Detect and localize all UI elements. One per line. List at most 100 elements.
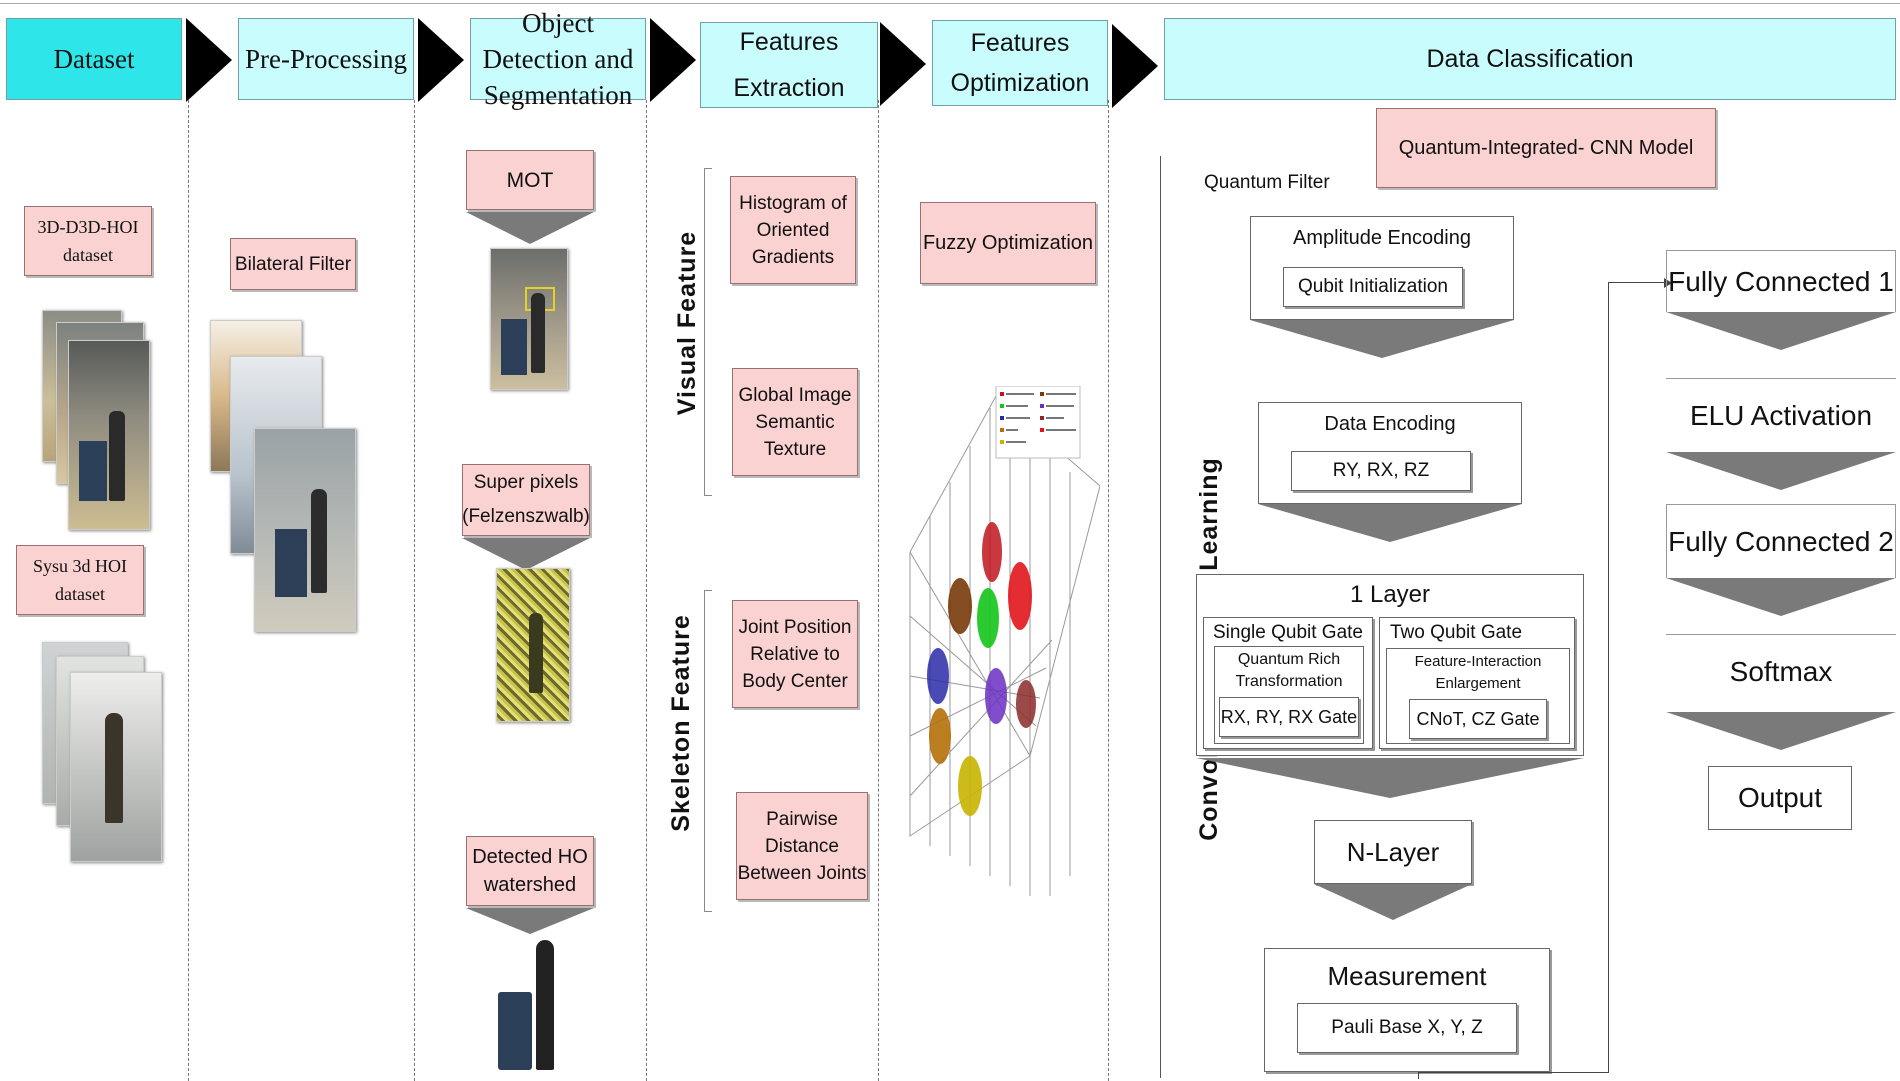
person-figure [109, 411, 125, 501]
output-label: Output [1737, 782, 1823, 813]
down-arrow-icon [1666, 312, 1896, 350]
joint-position-box: Joint Position Relative to Body Center [732, 600, 858, 708]
stage-classification-label: Data Classification [1426, 45, 1634, 73]
arrow-right-icon [1664, 278, 1672, 288]
stage-arrow-icon [650, 18, 696, 102]
quantum-rich-box: Quantum Rich Transformation RX, RY, RX G… [1214, 646, 1364, 744]
superpixels-label: Super pixels (Felzenszwalb) [462, 472, 590, 527]
fuzzy-optimization-label: Fuzzy Optimization [922, 231, 1094, 254]
plot-grid [909, 395, 1100, 896]
bin-figure [501, 319, 527, 375]
stage-extraction-label: Features Extraction [733, 28, 845, 102]
person-figure [531, 293, 545, 373]
feature-interaction-label: Feature-Interaction Enlargement [1414, 653, 1542, 692]
fc2-label: Fully Connected 2 [1668, 525, 1894, 557]
amplitude-encoding-label: Amplitude Encoding [1293, 227, 1471, 249]
single-qubit-gate-box: Single Qubit Gate Quantum Rich Transform… [1203, 617, 1373, 749]
bin-figure [275, 529, 307, 597]
skeleton-feature-bracket [704, 590, 712, 912]
person-figure [311, 489, 327, 593]
stage-arrow-icon [186, 18, 232, 102]
column-divider [646, 100, 647, 1081]
down-arrow-icon [1196, 758, 1584, 798]
down-arrow-icon [1250, 320, 1514, 358]
column-divider [414, 100, 415, 1081]
down-arrow-icon [466, 212, 594, 244]
connector-line [1608, 282, 1609, 1073]
skeleton-feature-label: Skeleton Feature [667, 614, 695, 832]
hog-label: Histogram of Oriented Gradients [739, 192, 847, 268]
convolution-bracket [1160, 156, 1161, 1078]
measurement-label: Measurement [1327, 961, 1487, 991]
fc1-box: Fully Connected 1 [1666, 250, 1896, 312]
plot-legend-swatches [1000, 392, 1076, 444]
softmax-label: Softmax [1729, 655, 1833, 687]
data-encoding-label: Data Encoding [1324, 413, 1456, 435]
fuzzy-optimization-box: Fuzzy Optimization [920, 202, 1096, 284]
person-figure [536, 940, 554, 1070]
stage-classification-header: Data Classification [1164, 18, 1896, 100]
stage-arrow-icon [880, 22, 926, 106]
elu-activation-box: ELU Activation [1666, 378, 1896, 452]
gist-label: Global Image Semantic Texture [738, 384, 852, 460]
down-arrow-icon [1258, 504, 1522, 542]
bilateral-filter-box: Bilateral Filter [230, 238, 356, 290]
superpixels-image [496, 568, 570, 722]
quantum-rich-label: Quantum Rich Transformation [1235, 651, 1343, 690]
dataset-sysu-label: Sysu 3d HOI dataset [32, 556, 127, 604]
single-qubit-gate-label: Single Qubit Gate [1213, 622, 1363, 643]
mot-label: MOT [506, 168, 554, 192]
hog-box: Histogram of Oriented Gradients [730, 176, 856, 284]
cnot-cz-gate-box: CNoT, CZ Gate [1409, 699, 1547, 739]
stage-dataset-label: Dataset [53, 44, 135, 74]
person-figure [105, 713, 123, 823]
down-arrow-icon [1666, 578, 1896, 616]
amplitude-encoding-box: Amplitude Encoding Qubit Initialization [1250, 216, 1514, 320]
mot-image [490, 248, 568, 390]
down-arrow-icon [462, 538, 590, 570]
dataset-d3d-label: 3D-D3D-HOI dataset [37, 217, 139, 265]
visual-feature-bracket [704, 168, 712, 496]
top-rule [0, 3, 1900, 4]
pairwise-distance-label: Pairwise Distance Between Joints [737, 808, 867, 884]
dataset-box-d3d: 3D-D3D-HOI dataset [24, 206, 152, 276]
stage-detection-header: Object Detection and Segmentation [470, 8, 646, 110]
dataset-box-sysu: Sysu 3d HOI dataset [16, 545, 144, 615]
measurement-box: Measurement Pauli Base X, Y, Z [1264, 948, 1550, 1072]
cnot-cz-gate-label: CNoT, CZ Gate [1416, 708, 1540, 729]
layer1-label: 1 Layer [1349, 581, 1431, 608]
elu-activation-label: ELU Activation [1689, 399, 1873, 431]
fc1-label: Fully Connected 1 [1668, 265, 1894, 297]
data-encoding-box: Data Encoding RY, RX, RZ [1258, 402, 1522, 504]
n-layer-label: N-Layer [1346, 836, 1440, 867]
two-qubit-gate-label: Two Qubit Gate [1390, 622, 1523, 643]
stage-optimization-label: Features Optimization [950, 29, 1090, 97]
joint-position-label: Joint Position Relative to Body Center [738, 616, 852, 692]
stage-preprocessing-header: Pre-Processing [238, 18, 414, 100]
quantum-filter-label: Quantum Filter [1204, 172, 1330, 193]
stage-dataset-header: Dataset [6, 18, 182, 100]
column-divider [1108, 100, 1109, 1081]
qubit-init-label: Qubit Initialization [1298, 276, 1448, 297]
stage-preprocessing-label: Pre-Processing [245, 44, 407, 74]
plot-legend [995, 386, 1081, 459]
watershed-label: Detected HO watershed [472, 846, 588, 896]
down-arrow-icon [1666, 452, 1896, 490]
dataset-image-stack-2 [70, 672, 162, 862]
layer1-box: 1 Layer Single Qubit Gate Quantum Rich T… [1196, 574, 1584, 756]
qubit-init-box: Qubit Initialization [1283, 267, 1463, 307]
n-layer-box: N-Layer [1314, 820, 1472, 884]
plot-clusters [927, 522, 1036, 816]
stage-arrow-icon [1112, 24, 1158, 108]
stage-optimization-header: Features Optimization [932, 20, 1108, 106]
mot-box: MOT [466, 150, 594, 210]
column-divider [188, 100, 189, 1081]
ry-rx-rz-box: RY, RX, RZ [1291, 451, 1471, 491]
stage-detection-label: Object Detection and Segmentation [482, 8, 634, 110]
column-divider [878, 100, 879, 1081]
connector-line [1418, 1072, 1419, 1079]
gist-box: Global Image Semantic Texture [732, 368, 858, 476]
watershed-image [496, 940, 570, 1076]
preprocess-image-stack [254, 428, 356, 632]
feature-interaction-box: Feature-Interaction Enlargement CNoT, CZ… [1386, 648, 1570, 744]
